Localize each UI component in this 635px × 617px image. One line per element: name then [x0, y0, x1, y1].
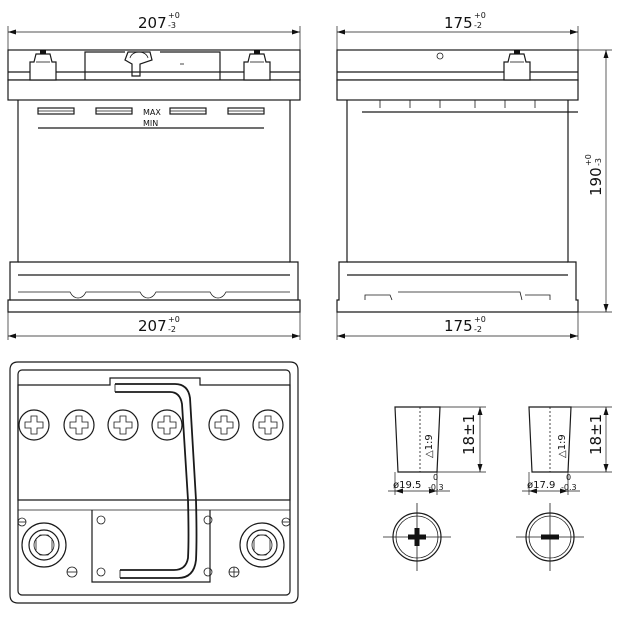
max-level-label: MAX: [143, 108, 161, 117]
height-dim-value: 190: [587, 167, 605, 196]
side-bottom-dim-tol-lower: -2: [474, 325, 482, 334]
height-dim-tol-lower: -3: [594, 158, 603, 166]
vent-caps: [18, 409, 284, 441]
negative-diameter-tol-upper: 0: [566, 473, 571, 482]
front-terminal-left-icon: [29, 50, 57, 81]
front-bottom-dim-tol-lower: -2: [168, 325, 176, 334]
positive-diameter-tol-upper: 0: [433, 473, 438, 482]
side-top-dim-value: 175: [444, 14, 473, 32]
vent-cap-icon: [208, 409, 240, 441]
vent-cap-icon: [63, 409, 95, 441]
side-terminal-icon: [503, 50, 531, 81]
front-bottom-dimension: 207 +0 -2: [7, 312, 301, 340]
positive-taper-label: △1:9: [424, 434, 435, 458]
side-body: [336, 100, 579, 313]
side-bottom-dim-value: 175: [444, 317, 473, 335]
top-outline: [9, 361, 299, 604]
front-bottom-dim-tol-upper: +0: [168, 315, 180, 324]
top-view: [9, 361, 299, 604]
vent-cap-icon: [436, 52, 444, 60]
height-dim-tol-upper: +0: [584, 154, 593, 166]
front-lid-rim: [7, 79, 301, 101]
side-bottom-dimension: 175 +0 -2: [336, 312, 579, 340]
side-top-dim-tol-upper: +0: [474, 11, 486, 20]
handle-icon: [124, 51, 184, 77]
vent-cap-icon: [107, 409, 139, 441]
side-lid-rim: [336, 79, 579, 101]
side-top-dimension: 175 +0 -2: [336, 11, 579, 50]
negative-diameter-label: ø17.9: [527, 480, 555, 491]
negative-taper-label: △1:9: [557, 434, 568, 458]
negative-terminal-icon: [239, 522, 285, 568]
front-top-dimension: 207 +0 -3: [7, 11, 301, 50]
terminal-detail-negative: △1:9 18±1 ø17.9 0 -0.3: [516, 406, 612, 571]
positive-height-label: 18±1: [460, 414, 478, 455]
vent-cap-icon: [252, 409, 284, 441]
vent-cap-icon: [151, 409, 183, 441]
front-top-dim-tol-lower: -3: [168, 21, 176, 30]
positive-terminal-icon: [21, 522, 67, 568]
negative-height-label: 18±1: [587, 414, 605, 455]
side-view: 175 +0 -2: [336, 11, 612, 340]
positive-diameter-tol-lower: -0.3: [428, 483, 444, 492]
min-level-label: MIN: [143, 119, 158, 128]
front-body: [7, 100, 301, 313]
front-view: 207 +0 -3: [7, 11, 301, 340]
terminal-detail-positive: △1:9 18±1 ø19.5 0 -0.3: [383, 406, 486, 571]
side-height-dimension: 190 +0 -3: [578, 49, 612, 313]
front-terminal-right-icon: [243, 50, 271, 81]
side-bottom-dim-tol-upper: +0: [474, 315, 486, 324]
front-bottom-dim-value: 207: [138, 317, 167, 335]
negative-diameter-tol-lower: -0.3: [561, 483, 577, 492]
side-lid: [336, 49, 579, 81]
level-markers: MAX MIN: [37, 107, 265, 129]
plus-terminal-symbol-icon: [383, 503, 451, 571]
handle-icon: [114, 383, 198, 579]
side-top-dim-tol-lower: -2: [474, 21, 482, 30]
minus-terminal-symbol-icon: [516, 503, 584, 571]
positive-diameter-label: ø19.5: [393, 480, 421, 491]
front-top-dim-value: 207: [138, 14, 167, 32]
front-top-dim-tol-upper: +0: [168, 11, 180, 20]
vent-cap-icon: [18, 409, 50, 441]
